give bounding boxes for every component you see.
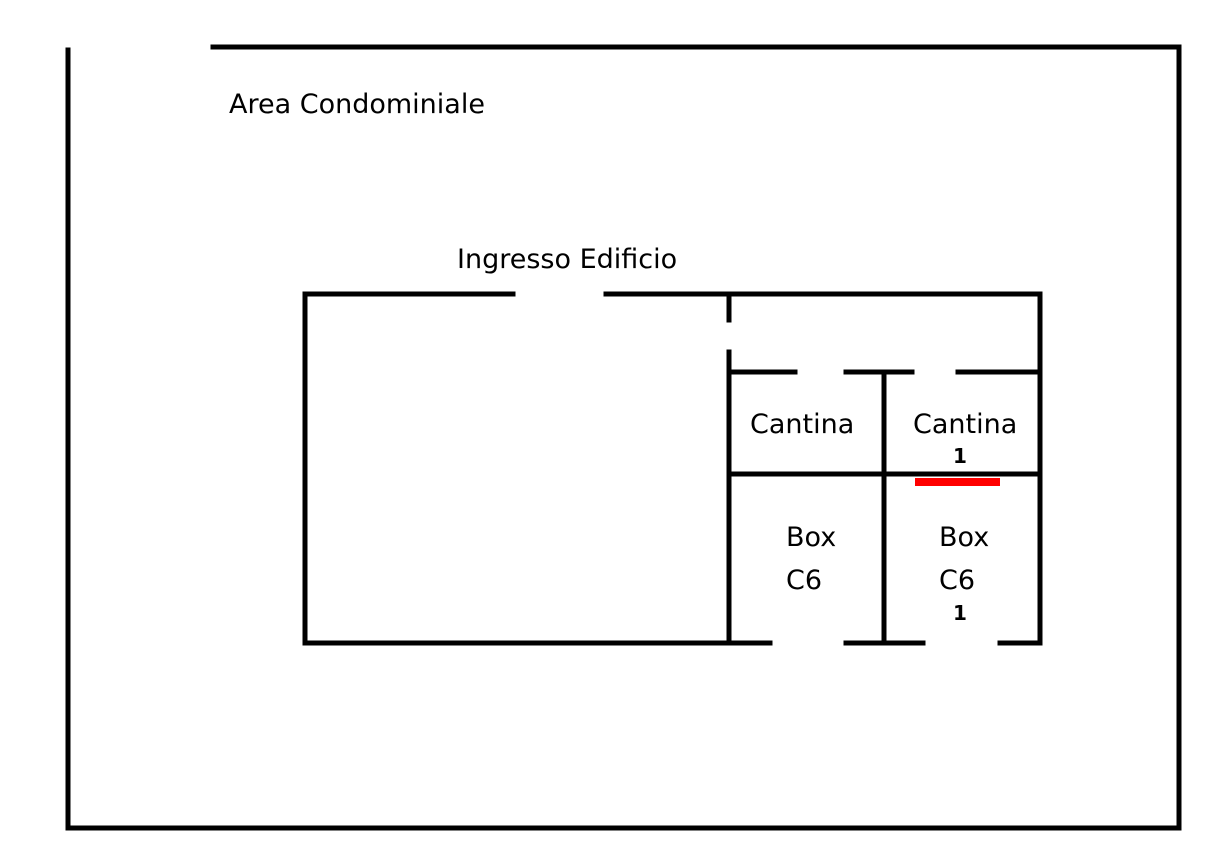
area-label: Area Condominiale xyxy=(229,89,485,120)
cellar-right-label: Cantina xyxy=(913,409,1018,440)
box-right-number: 1 xyxy=(953,601,967,625)
box-right-label-line1: Box xyxy=(939,522,990,553)
outer-boundary xyxy=(65,44,1182,831)
red-marker xyxy=(915,478,1000,486)
building xyxy=(302,291,1043,646)
box-left-label-line2: C6 xyxy=(786,565,823,596)
entrance-label: Ingresso Edificio xyxy=(457,244,678,275)
cellar-left-label: Cantina xyxy=(750,409,855,440)
box-right-label-line2: C6 xyxy=(939,565,976,596)
cellar-right-number: 1 xyxy=(953,444,967,468)
box-left-label-line1: Box xyxy=(786,522,837,553)
